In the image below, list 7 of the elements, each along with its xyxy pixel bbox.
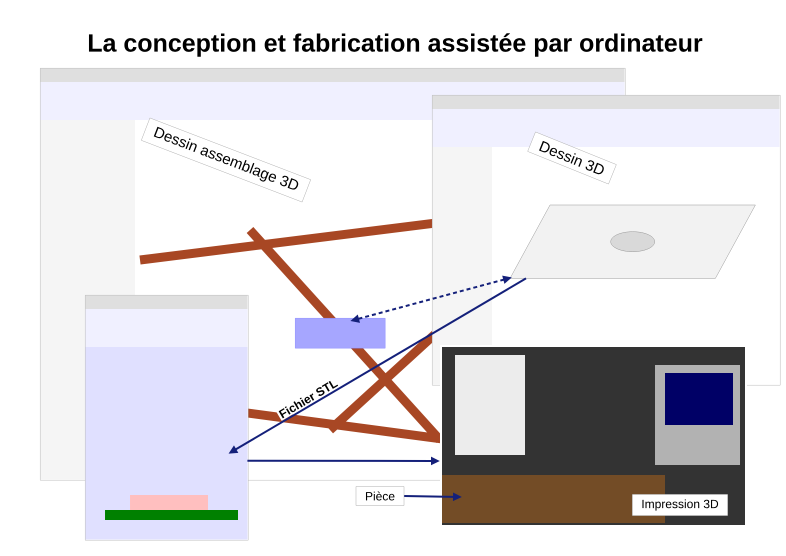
printer-photo	[440, 345, 747, 527]
plate-model	[510, 204, 756, 279]
label-box: Pièce	[356, 486, 404, 506]
title: La conception et fabrication assistée par ordinateur	[88, 33, 702, 57]
software-screenshot	[85, 295, 248, 540]
plate-model	[295, 318, 386, 348]
label-box: Impression 3D	[632, 494, 728, 516]
